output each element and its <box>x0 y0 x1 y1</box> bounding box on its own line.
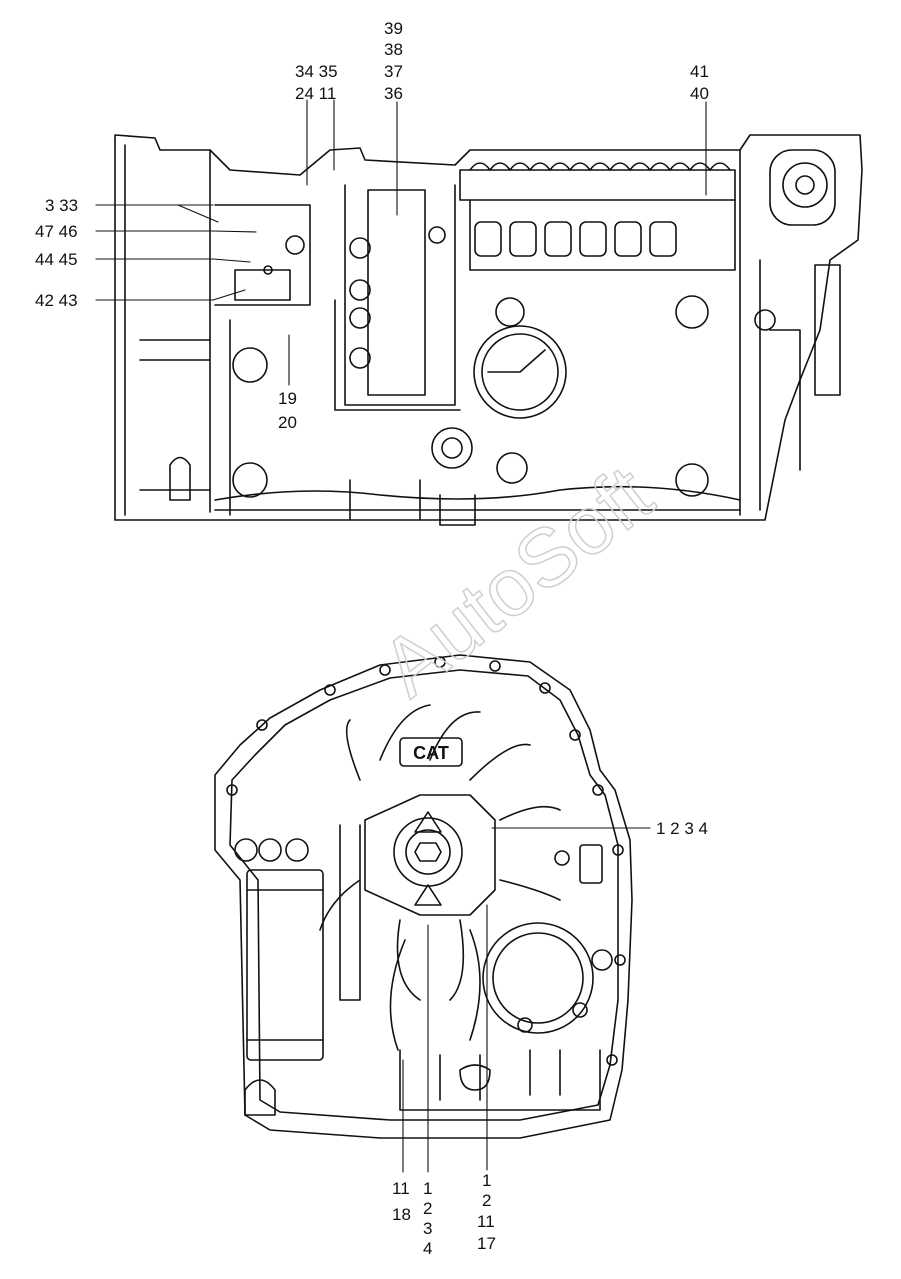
bottom-leader-lines <box>402 827 651 1173</box>
callout-44-45: 44 45 <box>35 250 78 269</box>
callout-col2-1: 1 <box>423 1179 433 1198</box>
top-leader-lines <box>95 99 707 386</box>
callout-36: 36 <box>384 84 403 103</box>
injector-pockets <box>474 221 677 257</box>
callout-col2-4: 4 <box>423 1239 433 1258</box>
cat-logo-plaque <box>399 737 463 767</box>
gear-cover <box>473 325 567 419</box>
cat-logo-text: CAT <box>413 743 449 763</box>
flywheel-housing-outline <box>214 654 633 1139</box>
callout-19: 19 <box>278 389 297 408</box>
callout-col2-3: 3 <box>423 1219 433 1238</box>
callout-col3-2: 2 <box>482 1191 492 1210</box>
callout-col1-18: 18 <box>392 1205 411 1224</box>
crank-hub-plate <box>364 794 496 916</box>
callout-38: 38 <box>384 40 403 59</box>
callout-col2-2: 2 <box>423 1199 433 1218</box>
pan-bolt-circles <box>232 226 709 498</box>
callout-41: 41 <box>690 62 709 81</box>
callout-40: 40 <box>690 84 709 103</box>
callout-1-2-3-4: 1 2 3 4 <box>656 819 708 838</box>
callout-42-43: 42 43 <box>35 291 78 310</box>
crank-hub <box>393 817 463 887</box>
callout-col3-17: 17 <box>477 1234 496 1253</box>
callout-20: 20 <box>278 413 297 432</box>
central-channel <box>367 189 426 396</box>
flange-bolts <box>226 656 626 1066</box>
callout-col3-1: 1 <box>482 1171 492 1190</box>
callout-col1-11: 11 <box>392 1179 410 1198</box>
right-pulley <box>769 149 836 226</box>
callout-39: 39 <box>384 19 403 38</box>
callout-34-35: 34 35 <box>295 62 338 81</box>
callout-24-11: 24 11 <box>295 84 337 103</box>
callout-37: 37 <box>384 62 403 81</box>
callout-3-33: 3 33 <box>45 196 79 215</box>
top-block-outline <box>114 134 863 521</box>
filter-canister <box>246 869 324 1061</box>
callout-47-46: 47 46 <box>35 222 78 241</box>
top-engine-view <box>114 134 863 526</box>
bottom-engine-view <box>214 654 633 1139</box>
callout-col3-11: 11 <box>477 1212 495 1231</box>
